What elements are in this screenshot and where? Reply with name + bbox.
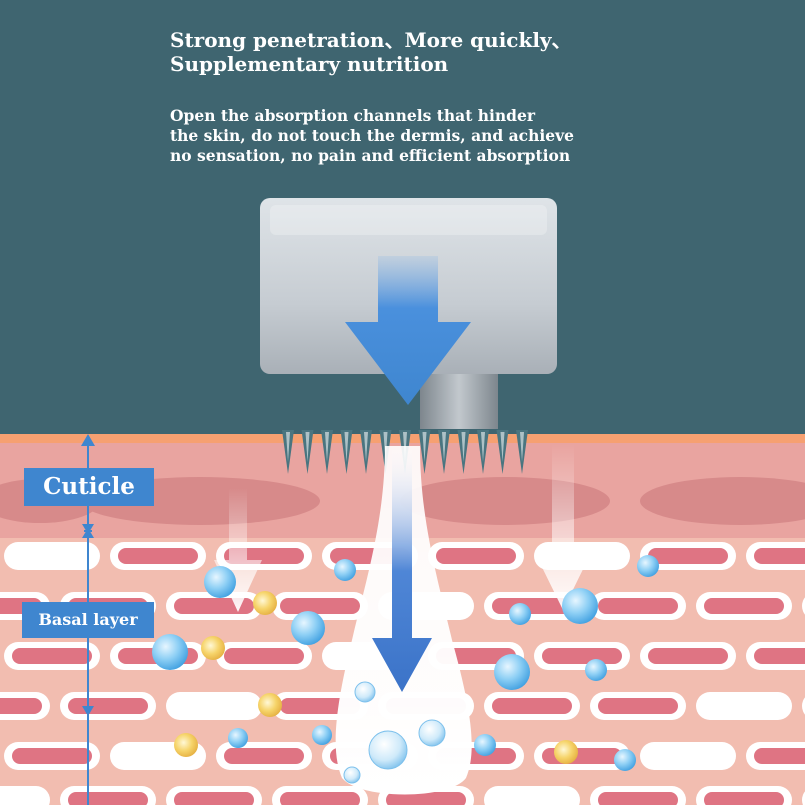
skin-cell-nucleus (754, 548, 805, 564)
nutrient-bubble (494, 654, 530, 690)
absorbed-bubble (418, 719, 446, 747)
skin-cell-nucleus (12, 648, 92, 664)
nutrient-particles (152, 555, 659, 784)
nutrient-bubble (637, 555, 659, 577)
basal-layer-label: Basal layer (22, 602, 154, 638)
skin-cell-nucleus (118, 548, 198, 564)
skin-cell-nucleus (0, 698, 42, 714)
skin-cell (802, 697, 805, 715)
nutrient-bubble (291, 611, 325, 645)
skin-cell-nucleus (0, 792, 42, 805)
skin-cell-nucleus (492, 792, 572, 805)
cuticle-label: Cuticle (24, 468, 154, 506)
description-line-3: no sensation, no pain and efficient abso… (170, 146, 571, 165)
skin-cell-nucleus (542, 648, 622, 664)
skin-cell-nucleus (542, 748, 622, 764)
skin-cell-nucleus (174, 698, 254, 714)
skin-cell-nucleus (598, 598, 678, 614)
skin-cell-nucleus (492, 698, 572, 714)
skin-cell (802, 597, 805, 615)
nutrient-particle-gold (253, 591, 277, 615)
description: Open the absorption channels that hinder… (170, 106, 574, 166)
nutrient-bubble (585, 659, 607, 681)
headline-line-2: Supplementary nutrition (170, 52, 449, 76)
nutrient-particle-gold (258, 693, 282, 717)
skin-cell-nucleus (68, 698, 148, 714)
absorbed-bubble (343, 766, 361, 784)
skin-cell-nucleus (598, 792, 678, 805)
skin-cell-nucleus (436, 548, 516, 564)
skin-cell-nucleus (280, 598, 360, 614)
skin-cell-nucleus (704, 598, 784, 614)
nutrient-bubble (228, 728, 248, 748)
skin-cell-nucleus (224, 748, 304, 764)
nutrient-bubble (562, 588, 598, 624)
skin-cell-nucleus (648, 648, 728, 664)
nutrient-bubble (334, 559, 356, 581)
skin-cell-nucleus (224, 648, 304, 664)
headline-line-1: Strong penetration、More quickly、 (170, 28, 572, 52)
skin-cell-nucleus (598, 698, 678, 714)
nutrient-particle-gold (174, 733, 198, 757)
skin-cell-nucleus (174, 792, 254, 805)
nutrient-bubble (312, 725, 332, 745)
nutrient-bubble (204, 566, 236, 598)
skin-cell-nucleus (12, 748, 92, 764)
skin-cell-nucleus (12, 548, 92, 564)
description-line-1: Open the absorption channels that hinder (170, 106, 536, 125)
nutrient-bubble (474, 734, 496, 756)
skin-cell-nucleus (704, 698, 784, 714)
skin-cell-nucleus (648, 548, 728, 564)
skin-cell-nucleus (386, 792, 466, 805)
nutrient-particle-gold (554, 740, 578, 764)
skin-cell (802, 791, 805, 805)
absorbed-bubble (354, 681, 376, 703)
nutrient-particle-gold (201, 636, 225, 660)
nutrient-bubble (152, 634, 188, 670)
skin-cell-nucleus (648, 748, 728, 764)
absorbed-bubble (368, 730, 408, 770)
nutrient-bubble (614, 749, 636, 771)
skin-cell-nucleus (754, 748, 805, 764)
absorption-channel (335, 446, 472, 795)
nutrient-bubble (509, 603, 531, 625)
skin-cell-nucleus (280, 792, 360, 805)
skin-cell-nucleus (754, 648, 805, 664)
description-line-2: the skin, do not touch the dermis, and a… (170, 126, 574, 145)
skin-cell-nucleus (68, 792, 148, 805)
skin-cell-nucleus (704, 792, 784, 805)
headline: Strong penetration、More quickly、 Supplem… (170, 28, 572, 76)
microneedle-device (260, 198, 557, 429)
